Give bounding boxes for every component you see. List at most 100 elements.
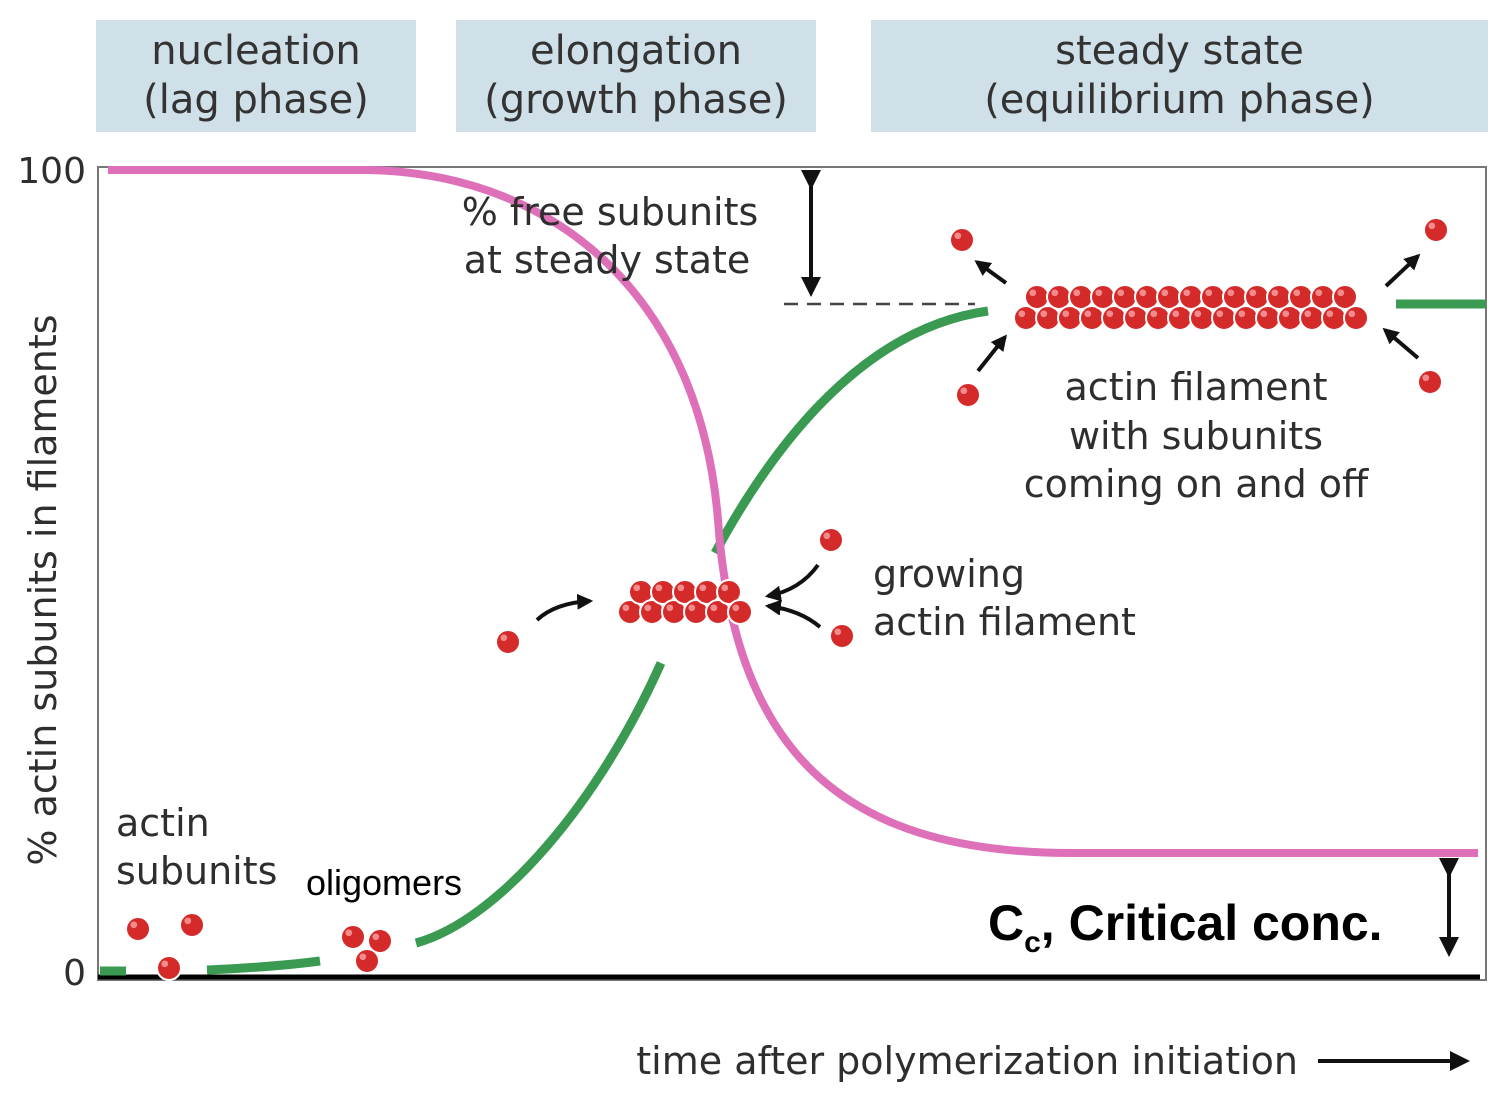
steady-filament-subunit-highlight — [1084, 310, 1092, 318]
critical-conc-symbol: C — [988, 895, 1024, 951]
phase-title: nucleation — [151, 28, 361, 74]
free-subunit-highlight — [834, 628, 842, 636]
actin-subunit — [179, 912, 205, 938]
oligomer-subunit-highlight — [359, 953, 367, 961]
y-tick-100: 100 — [17, 151, 86, 192]
steady-filament-subunit-highlight — [1073, 289, 1081, 297]
steady-filament-subunit-highlight — [1227, 289, 1235, 297]
steady-filament-label-line2: with subunits — [1069, 414, 1323, 458]
phase-subtitle: (growth phase) — [484, 77, 788, 123]
free-subunit — [818, 527, 844, 553]
oligomers-label: oligomers — [306, 862, 462, 903]
y-tick-0: 0 — [63, 953, 86, 994]
steady-filament-subunit-highlight — [1326, 310, 1334, 318]
steady-filament-subunit-highlight — [1293, 289, 1301, 297]
phase-box-elongation: elongation (growth phase) — [456, 20, 816, 132]
growing-filament-subunit — [727, 599, 753, 625]
exchanging-subunit-highlight — [960, 387, 968, 395]
growing-filament-subunit-highlight — [633, 584, 641, 592]
free-subunit — [495, 629, 521, 655]
actin-subunits-label-line2: subunits — [116, 849, 277, 893]
steady-filament-subunit-highlight — [1150, 310, 1158, 318]
plot-frame — [97, 166, 1487, 981]
steady-filament-subunit-highlight — [1095, 289, 1103, 297]
growing-filament-label-line1: growing — [873, 552, 1025, 596]
steady-filament-subunit-highlight — [1128, 310, 1136, 318]
phase-subtitle: (lag phase) — [143, 77, 369, 123]
actin-subunit — [156, 955, 182, 981]
steady-filament-subunit-highlight — [1194, 310, 1202, 318]
steady-filament-subunit-highlight — [1249, 289, 1257, 297]
steady-filament-subunit-highlight — [1040, 310, 1048, 318]
growing-filament-subunit-highlight — [710, 604, 718, 612]
steady-filament-subunit-highlight — [1051, 289, 1059, 297]
steady-filament-subunit-highlight — [1271, 289, 1279, 297]
exchanging-subunit-highlight — [954, 232, 962, 240]
steady-filament-subunit-highlight — [1282, 310, 1290, 318]
steady-filament-subunit-highlight — [1337, 289, 1345, 297]
critical-conc-label: Cc, Critical conc. — [988, 895, 1383, 959]
steady-filament-label-line3: coming on and off — [1024, 462, 1369, 506]
growing-filament-subunit-highlight — [732, 604, 740, 612]
free-subunit-curve — [108, 166, 1478, 858]
oligomer-subunit — [340, 924, 366, 950]
steady-filament-subunit-highlight — [1205, 289, 1213, 297]
free-subunit-highlight — [500, 634, 508, 642]
steady-filament-subunit-highlight — [1348, 310, 1356, 318]
steady-filament-subunit-highlight — [1106, 310, 1114, 318]
steady-filament-subunit-highlight — [1117, 289, 1125, 297]
free-subunit — [829, 623, 855, 649]
critical-conc-subscript: c — [1024, 926, 1041, 959]
steady-filament-label-line1: actin filament — [1065, 365, 1328, 409]
steady-filament-subunit-highlight — [1183, 289, 1191, 297]
exchanging-subunit — [955, 382, 981, 408]
steady-filament-subunit-highlight — [1029, 289, 1037, 297]
growing-filament-subunit-highlight — [666, 604, 674, 612]
growing-filament-subunit-highlight — [688, 604, 696, 612]
steady-filament-subunit-highlight — [1238, 310, 1246, 318]
phase-box-steady-state: steady state (equilibrium phase) — [871, 20, 1488, 132]
steady-filament-subunit-highlight — [1260, 310, 1268, 318]
steady-filament-subunit-highlight — [1304, 310, 1312, 318]
exchanging-subunit — [1423, 217, 1449, 243]
exchanging-subunit-highlight — [1422, 374, 1430, 382]
actin-subunit-highlight — [130, 921, 138, 929]
steady-filament-subunit-highlight — [1161, 289, 1169, 297]
oligomer-subunit-highlight — [372, 933, 380, 941]
subunit-arrows — [535, 253, 1421, 629]
steady-filament-subunit-highlight — [1315, 289, 1323, 297]
actin-subunits-label-line1: actin — [116, 801, 210, 845]
growing-filament-subunit-highlight — [721, 584, 729, 592]
free-subunit-highlight — [823, 532, 831, 540]
critical-conc-text: , Critical conc. — [1041, 895, 1383, 951]
phase-subtitle: (equilibrium phase) — [984, 77, 1375, 123]
actin-subunit-highlight — [184, 917, 192, 925]
free-subunits-label-line1: % free subunits — [462, 190, 759, 234]
y-axis-label: % actin subunits in filaments — [21, 314, 65, 865]
exchanging-subunit — [949, 227, 975, 253]
oligomer-subunit — [354, 948, 380, 974]
phase-title: steady state — [1055, 28, 1304, 74]
growing-filament-subunit-highlight — [677, 584, 685, 592]
growing-filament-label-line2: actin filament — [873, 600, 1136, 644]
steady-filament-subunit — [1343, 305, 1369, 331]
steady-filament-subunit-highlight — [1018, 310, 1026, 318]
growing-filament-subunit-highlight — [622, 604, 630, 612]
free-subunits-label-line2: at steady state — [464, 238, 751, 282]
phase-title: elongation — [529, 28, 743, 74]
steady-filament-subunit-highlight — [1062, 310, 1070, 318]
growing-filament-subunit-highlight — [699, 584, 707, 592]
filament-curve — [100, 299, 1486, 976]
phase-box-nucleation: nucleation (lag phase) — [96, 20, 416, 132]
exchanging-subunit-highlight — [1428, 222, 1436, 230]
actin-subunit-highlight — [161, 960, 169, 968]
growing-filament-subunit-highlight — [644, 604, 652, 612]
steady-filament-subunit-highlight — [1139, 289, 1147, 297]
actin-subunit-glyphs — [125, 217, 1449, 981]
growing-filament-subunit-highlight — [655, 584, 663, 592]
x-axis-label: time after polymerization initiation — [636, 1039, 1298, 1083]
steady-filament-subunit-highlight — [1216, 310, 1224, 318]
steady-filament-subunit-highlight — [1172, 310, 1180, 318]
exchanging-subunit — [1417, 369, 1443, 395]
